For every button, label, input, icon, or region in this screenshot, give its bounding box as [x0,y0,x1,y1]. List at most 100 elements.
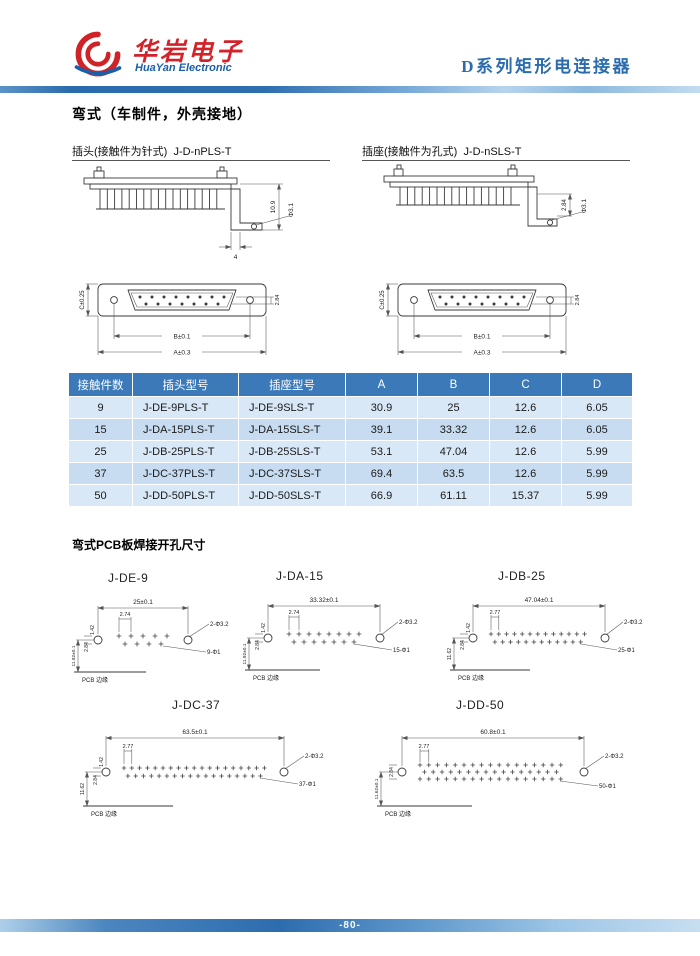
cell: 6.05 [561,396,633,419]
contact-holes [488,631,587,637]
cell: J-DC-37PLS-T [132,462,239,485]
divider [72,160,330,161]
pcb-diagram-j-dc-37: 63.5±0.1 2.77 11.62 2.84 1.42 2-Φ3.2 37-… [80,729,324,818]
dim-label: 2.77 [419,744,430,750]
plug-side-view-drawing: 10.9 Φ3.1 4 [83,166,295,261]
plug-front-view-drawing: C±0.25 2.84 B±0.1 A±0.3 [80,283,281,357]
cell: 33.32 [417,418,490,441]
dim-label: 1.42 [99,757,105,767]
cell: 12.6 [489,462,562,485]
cell: 30.9 [345,396,418,419]
mounting-hole [263,633,273,643]
dim-label: 2.77 [490,610,501,616]
pcb-diagram-title: J-DA-15 [276,569,324,583]
mounting-hole [183,635,193,645]
dim-label: 25±0.1 [133,599,153,606]
pcb-edge-label: PCB 边缘 [82,676,108,684]
cell: J-DC-37SLS-T [238,462,346,485]
contact-holes [417,776,563,782]
dim-label: 47.04±0.1 [525,597,554,604]
table-header-row: 接触件数 插头型号 插座型号 A B C D [68,372,633,397]
mounting-hole [579,767,589,777]
cell: 5.99 [561,462,633,485]
cell: 15.37 [489,484,562,507]
cell: 6.05 [561,418,633,441]
col-header-a: A [345,372,418,397]
pcb-edge-label: PCB 边缘 [458,674,484,682]
pcb-diagram-title: J-DC-37 [172,698,221,712]
dim-label: A±0.3 [174,350,191,357]
dim-label: 2.84 [84,642,90,652]
cell: J-DB-25SLS-T [238,440,346,463]
pcb-diagram-j-dd-50: 60.8±0.1 2.77 11.62±0.1 2.84 2-Φ3.2 50-Φ… [374,729,624,818]
spec-table: 接触件数 插头型号 插座型号 A B C D 9 J-DE-9PLS-T J-D… [68,372,633,507]
dim-label: 1.42 [466,623,472,633]
socket-side-view-drawing: 2.84 Φ3.1 [383,164,588,227]
cell: 12.6 [489,440,562,463]
hole-callout: 2-Φ3.2 [399,620,418,626]
cell: 50 [68,484,133,507]
dim-label: 60.8±0.1 [480,729,506,736]
cell: 37 [68,462,133,485]
page-title: 弯式（车制件，外壳接地） [72,106,252,122]
contact-holes [116,633,170,639]
bracket-hole [546,219,554,226]
contact-row [438,295,526,299]
mounting-hole [375,633,385,643]
company-logo [74,31,122,77]
hole-callout: 25-Φ1 [618,648,635,654]
dim-label: 10.9 [270,200,277,213]
header-divider-bar [0,86,700,93]
page-number: -80- [339,920,361,931]
cell: 47.04 [417,440,490,463]
dim-label: Φ3.1 [288,203,295,218]
dim-label: C±0.25 [380,290,386,310]
company-name-cn: 华岩电子 [132,38,245,66]
dim-label: 11.92±0.1 [242,643,248,664]
series-title: D系列矩形电连接器 [461,57,632,76]
table-row: 37 J-DC-37PLS-T J-DC-37SLS-T 69.4 63.5 1… [68,462,633,485]
dim-label: 2.84 [275,295,281,306]
contact-holes [422,769,559,775]
table-row: 25 J-DB-25PLS-T J-DB-25SLS-T 53.1 47.04 … [68,440,633,463]
cell: J-DD-50SLS-T [238,484,346,507]
divider [362,160,630,161]
mounting-hole [546,296,554,304]
pcb-diagram-j-db-25: 47.04±0.1 2.77 11.62 2.84 1.42 2-Φ3.2 25… [447,597,643,682]
col-header-plug-model: 插头型号 [132,372,239,397]
dim-label: 11.62 [447,648,453,660]
pcb-diagram-j-de-9: 25±0.1 2.74 11.92±0.1 2.84 1.42 2-Φ3.2 9… [71,599,229,684]
mounting-hole [279,767,289,777]
mounting-hole [93,635,103,645]
cell: 15 [68,418,133,441]
pcb-edge-label: PCB 边缘 [385,810,411,818]
hole-callout: 2-Φ3.2 [605,754,624,760]
table-row: 9 J-DE-9PLS-T J-DE-9SLS-T 30.9 25 12.6 6… [68,396,633,419]
dim-label: 4 [234,254,238,261]
contact-holes [291,639,357,645]
hole-callout: 2-Φ3.2 [210,622,229,628]
cell: 66.9 [345,484,418,507]
mounting-hole [468,633,478,643]
mounting-hole [110,296,118,304]
contact-row [444,302,520,306]
dim-label: 2.77 [123,744,134,750]
dim-label: 2.84 [460,640,466,650]
pcb-edge-label: PCB 边缘 [253,674,279,682]
footer-bar: -80- [0,919,700,932]
dim-label: 2.84 [575,295,581,306]
dim-label: C±0.25 [80,290,86,310]
dim-label: B±0.1 [474,334,491,341]
col-header-contacts: 接触件数 [68,372,133,397]
pcb-diagram-title: J-DE-9 [108,571,149,585]
pin-comb [399,187,512,205]
socket-section-label: 插座(接触件为孔式) J-D-nSLS-T [362,146,522,158]
contact-holes [122,641,164,647]
contact-holes [286,631,362,637]
hole-callout: 37-Φ1 [299,782,316,788]
cell: 12.6 [489,418,562,441]
cell: J-DA-15PLS-T [132,418,239,441]
dim-label: 2.74 [120,612,131,618]
contact-holes [417,762,563,768]
dim-label: 2.84 [562,199,568,211]
